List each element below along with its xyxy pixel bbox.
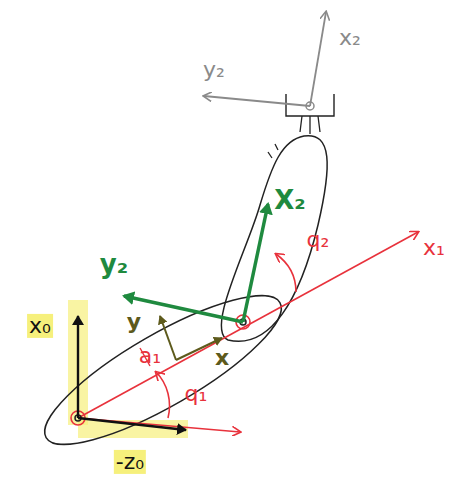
axis-label: y₂ <box>201 58 227 82</box>
axis-label: y₂ <box>98 250 130 279</box>
axis-label: -z₀ <box>114 450 146 474</box>
link-length-label: a₁ <box>137 344 163 368</box>
axis-label: X₂ <box>272 186 307 215</box>
axis-label: x₂ <box>337 26 363 50</box>
joint-angle-label: q₂ <box>305 228 332 252</box>
axis-label: x₀ <box>27 314 53 338</box>
joint-angle-label: q₁ <box>183 382 210 406</box>
axis-label: x₁ <box>421 236 447 260</box>
axis-label: y <box>125 310 143 334</box>
axis-label: x <box>213 346 231 370</box>
